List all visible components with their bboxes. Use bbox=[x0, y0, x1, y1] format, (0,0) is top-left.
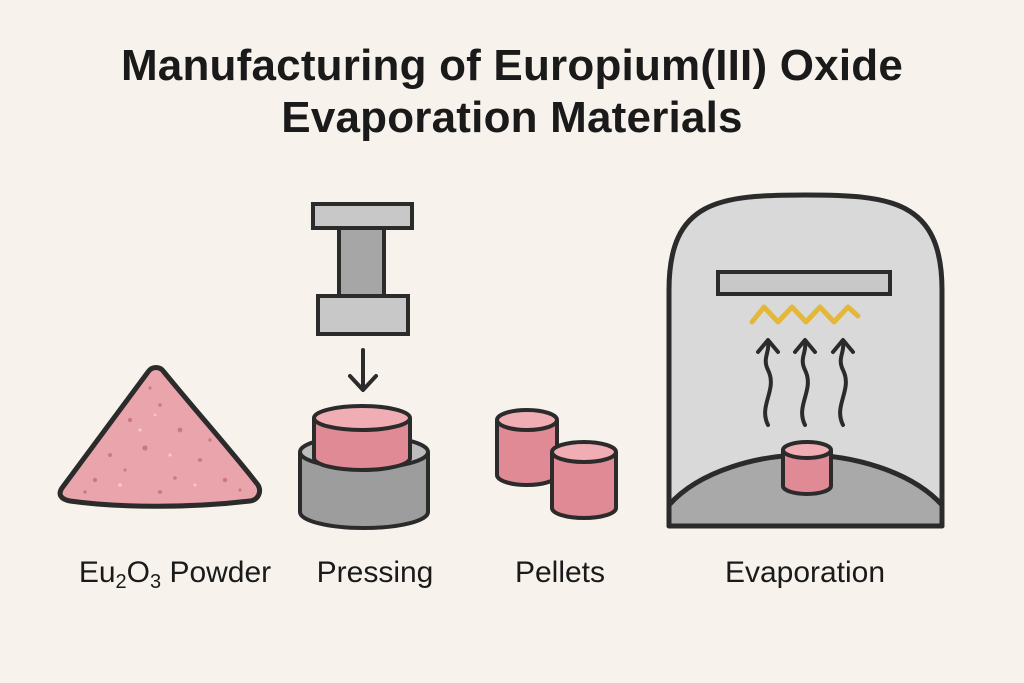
pellet-back bbox=[495, 408, 559, 487]
press-icon bbox=[298, 202, 430, 530]
label-eu2o3-powder: Eu2O3 Powder bbox=[78, 556, 272, 593]
pellets-icon bbox=[495, 408, 618, 520]
title-line-1: Manufacturing of Europium(III) Oxide bbox=[120, 41, 904, 90]
powder-pile-icon bbox=[57, 365, 263, 509]
label-pellets: Pellets bbox=[514, 556, 606, 589]
evaporation-chamber-icon bbox=[666, 192, 945, 529]
source-pellet bbox=[781, 440, 833, 496]
substrate-plate bbox=[716, 270, 892, 296]
heater-coil-icon bbox=[749, 304, 861, 325]
down-arrow-icon bbox=[348, 348, 378, 392]
pellet-front bbox=[550, 440, 618, 520]
label-pressing: Pressing bbox=[316, 556, 434, 589]
vapor-arrows-icon bbox=[756, 338, 855, 427]
diagram-title: Manufacturing of Europium(III) Oxide Eva… bbox=[0, 40, 1024, 144]
label-evaporation: Evaporation bbox=[724, 556, 886, 589]
title-line-2: Evaporation Materials bbox=[281, 93, 743, 142]
